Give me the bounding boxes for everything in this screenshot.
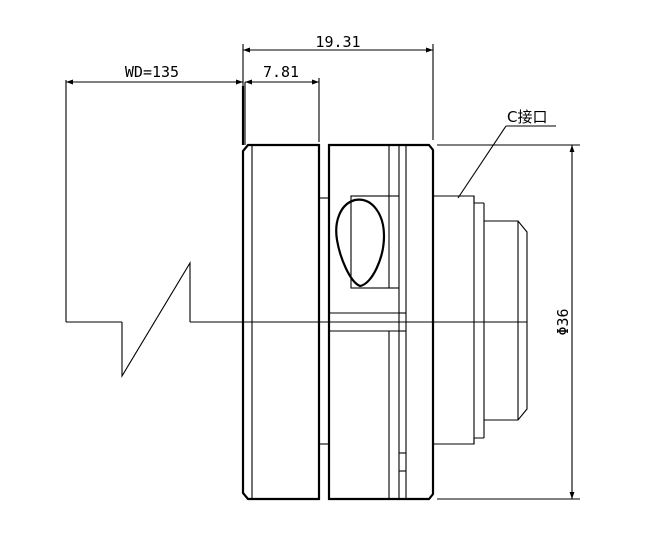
mount-label: C接口 xyxy=(507,108,547,126)
working-distance-label: WD=135 xyxy=(125,63,179,81)
dimension-diameter: Φ36 xyxy=(437,144,580,500)
mount-callout: C接口 xyxy=(457,108,556,199)
c-mount xyxy=(433,195,528,445)
overall-length-label: 19.31 xyxy=(315,33,360,51)
dimension-overall-length: 19.31 xyxy=(242,33,434,140)
flange-length-label: 7.81 xyxy=(263,63,299,81)
dimension-working-distance: WD=135 xyxy=(65,63,243,322)
dimension-flange-length: 7.81 xyxy=(241,63,320,145)
diameter-label: Φ36 xyxy=(554,308,572,335)
front-ring xyxy=(241,143,329,501)
lens-body xyxy=(327,143,435,501)
optical-axis xyxy=(66,261,527,378)
aperture-window xyxy=(335,198,386,288)
